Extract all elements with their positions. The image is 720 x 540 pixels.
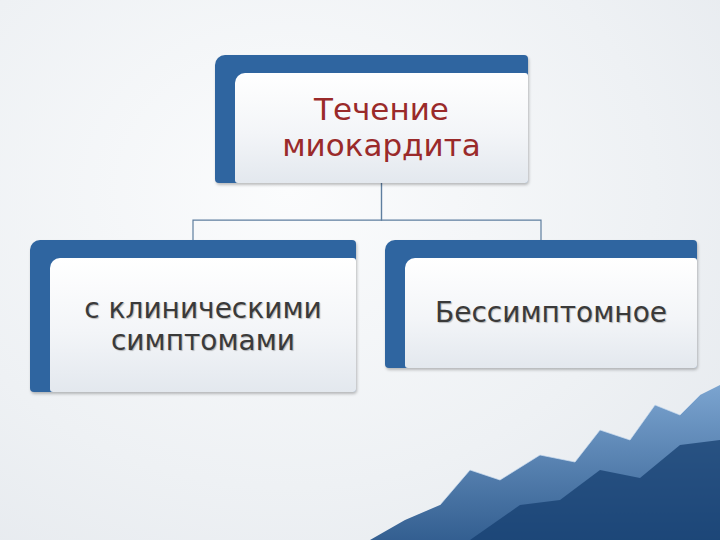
box-panel: Течение миокардита xyxy=(235,73,528,183)
node-label: с клиническими симптомами xyxy=(50,287,356,363)
node-label: Бессимптомное xyxy=(425,291,677,335)
tree-connector xyxy=(382,183,542,240)
node-box: с клиническими симптомами xyxy=(30,240,356,392)
node-box: Бессимптомное xyxy=(385,240,697,368)
box-panel: Бессимптомное xyxy=(405,258,697,368)
tree-connector xyxy=(193,183,382,240)
box-panel: с клиническими симптомами xyxy=(50,258,356,392)
mountain-shape xyxy=(470,440,720,540)
mountain-shape xyxy=(370,385,720,540)
node-box: Течение миокардита xyxy=(215,55,528,183)
node-heading: Течение миокардита xyxy=(235,86,528,169)
mountain-ridge xyxy=(440,395,700,505)
